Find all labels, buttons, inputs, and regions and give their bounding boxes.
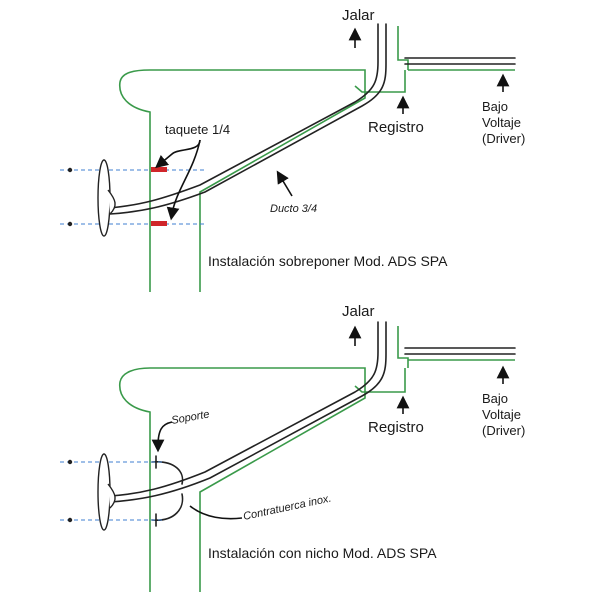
bottom-screw-dot-upper bbox=[67, 459, 73, 465]
top-registry-cover bbox=[397, 26, 409, 70]
bottom-support-curve-lower bbox=[151, 493, 184, 521]
top-light-fixture bbox=[97, 159, 111, 237]
bottom-fixture-neck bbox=[107, 483, 116, 509]
top-duct-label: Ducto 3/4 bbox=[270, 203, 317, 215]
bottom-duct-line-1 bbox=[109, 321, 379, 497]
top-caption: Instalación sobreponer Mod. ADS SPA bbox=[208, 253, 448, 269]
bottom-wall-outline bbox=[119, 367, 366, 592]
top-duct-line-2 bbox=[109, 23, 387, 215]
bottom-registry-label: Registro bbox=[368, 419, 424, 436]
top-diagram: Jalar Registro Bajo Voltaje (Driver) taq… bbox=[60, 7, 525, 292]
bottom-caption: Instalación con nicho Mod. ADS SPA bbox=[208, 545, 437, 561]
bottom-low-voltage-line2: Voltaje bbox=[482, 407, 521, 422]
top-screw-dot-upper bbox=[67, 167, 73, 173]
top-anchor-upper bbox=[151, 167, 167, 172]
top-registry-label: Registro bbox=[368, 119, 424, 136]
bottom-locknut-label: Contratuerca inox. bbox=[242, 493, 332, 523]
top-anchor-arrow-lower bbox=[166, 139, 201, 221]
top-anchor-label: taquete 1/4 bbox=[165, 122, 230, 137]
bottom-low-voltage-line3: (Driver) bbox=[482, 423, 525, 438]
top-low-voltage-line3: (Driver) bbox=[482, 131, 525, 146]
bottom-light-fixture bbox=[97, 453, 111, 531]
top-low-voltage-line1: Bajo bbox=[482, 99, 508, 114]
bottom-support-curve-upper bbox=[151, 461, 184, 485]
bottom-locknut-pointer bbox=[189, 505, 243, 520]
bottom-duct-line-2 bbox=[109, 321, 387, 503]
bottom-low-voltage-line1: Bajo bbox=[482, 391, 508, 406]
top-low-voltage-line2: Voltaje bbox=[482, 115, 521, 130]
bottom-diagram: Jalar Registro Bajo Voltaje (Driver) Sop… bbox=[60, 303, 525, 592]
bottom-pull-label: Jalar bbox=[342, 303, 375, 320]
bottom-support-label: Soporte bbox=[170, 408, 210, 427]
top-pull-label: Jalar bbox=[342, 7, 375, 24]
bottom-support-arrow bbox=[151, 421, 173, 453]
top-fixture-neck bbox=[107, 189, 116, 215]
top-duct-line-1 bbox=[109, 23, 379, 209]
top-wall-outline bbox=[119, 69, 366, 292]
top-screw-dot-lower bbox=[67, 221, 73, 227]
bottom-registry-cover bbox=[397, 326, 409, 368]
top-registry-box bbox=[354, 70, 406, 93]
top-duct-arrow bbox=[276, 170, 293, 197]
bottom-screw-dot-lower bbox=[67, 517, 73, 523]
top-anchor-lower bbox=[151, 221, 167, 226]
